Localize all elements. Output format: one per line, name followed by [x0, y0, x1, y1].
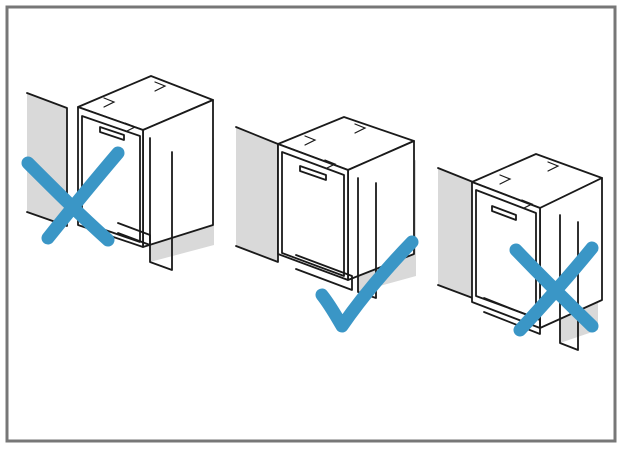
- appliance-base: [483, 297, 541, 335]
- left-cabinet-outline: [26, 92, 68, 227]
- top-detail: [324, 159, 337, 170]
- appliance-base: [295, 254, 353, 291]
- left-cabinet-side: [438, 168, 478, 300]
- scene-left: [21, 75, 214, 271]
- scene-right: [437, 153, 603, 351]
- top-detail: [124, 122, 137, 133]
- left-cabinet-side: [236, 127, 278, 262]
- cross-mark-icon: [21, 146, 125, 247]
- top-detail: [354, 123, 367, 134]
- top-detail: [499, 174, 512, 185]
- cross-mark-icon: [509, 241, 599, 337]
- cabinet-panel-outline: [149, 137, 173, 271]
- top-detail: [304, 135, 317, 146]
- top-detail: [103, 97, 116, 108]
- appliance-door: [281, 151, 345, 277]
- check-mark-icon: [315, 235, 419, 333]
- scene-middle: [235, 116, 419, 333]
- door-handle: [491, 205, 517, 221]
- top-detail: [521, 199, 534, 210]
- top-detail: [547, 161, 560, 172]
- door-handle: [299, 165, 327, 181]
- door-handle: [99, 126, 125, 141]
- top-detail: [154, 81, 167, 92]
